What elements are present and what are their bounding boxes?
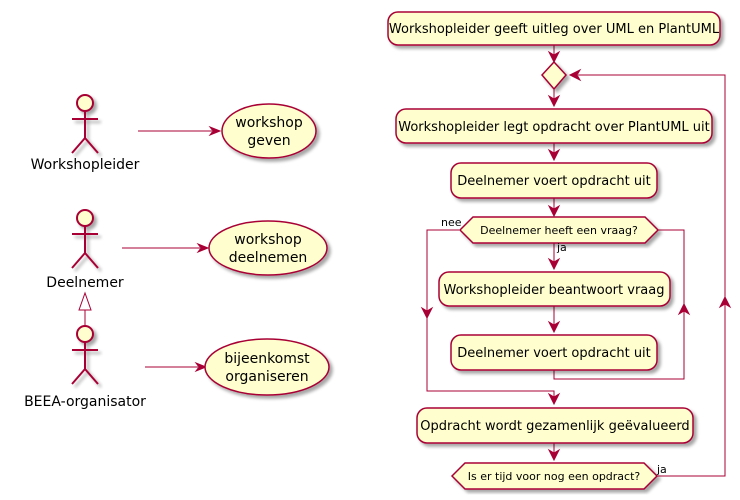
activity-step-beantwoord — [438, 271, 671, 307]
activity-step-label: Opdracht wordt gezamenlijk geëvalueerd — [420, 419, 689, 434]
activity-step-label: Workshopleider geeft uitleg over UML en … — [389, 22, 720, 37]
activity-step-label: Deelnemer voert opdracht uit — [457, 346, 651, 361]
decision-label: Is er tijd voor nog een opdract? — [468, 470, 641, 483]
branch-label-ja: ja — [556, 241, 567, 254]
generalization-arrow — [78, 291, 92, 326]
use-case-label: deelnemen — [229, 250, 308, 266]
use-case-label: workshop — [235, 115, 303, 131]
use-case-bijeenkomst-organiseren — [204, 338, 330, 396]
association-arrow-2 — [122, 242, 210, 254]
activity-step-label: Deelnemer voert opdracht uit — [457, 174, 651, 189]
activity-diagram: Workshopleider geeft uitleg over UML en … — [387, 11, 732, 490]
use-case-label: organiseren — [225, 369, 308, 385]
actor-beea-organisator — [71, 325, 99, 385]
use-case-label: geven — [247, 133, 290, 149]
actor-label-workshopleider: Workshopleider — [31, 157, 140, 173]
activity-step-opdracht-uitvoeren-2 — [450, 334, 658, 371]
activity-step-opdracht-uitvoeren — [450, 162, 658, 199]
actor-label-deelnemer: Deelnemer — [46, 275, 124, 291]
branch-label-ja-2: ja — [656, 463, 667, 476]
association-arrow-1 — [138, 125, 222, 137]
activity-step-opdracht-uitleg — [395, 108, 713, 144]
activity-step-label: Workshopleider beantwoort vraag — [444, 283, 665, 298]
actor-deelnemer — [71, 209, 99, 269]
use-case-label: bijeenkomst — [224, 351, 310, 367]
use-case-diagram: Workshopleider Deelnemer BEEA-organisato… — [24, 94, 330, 410]
decision-label: Deelnemer heeft een vraag? — [480, 224, 638, 237]
activity-arrowheads — [420, 50, 732, 462]
decision-tijd — [450, 462, 659, 490]
association-arrow-3 — [145, 361, 208, 373]
use-case-workshop-deelnemen — [208, 220, 328, 276]
branch-label-nee: nee — [441, 216, 462, 229]
merge-node — [540, 60, 568, 91]
use-case-workshop-geven — [221, 103, 317, 159]
activity-step-evaluatie — [416, 407, 694, 444]
actor-workshopleider — [71, 94, 99, 154]
use-case-label: workshop — [234, 232, 302, 248]
activity-step-label: Workshopleider legt opdracht over PlantU… — [398, 120, 710, 135]
actor-label-beea-organisator: BEEA-organisator — [24, 394, 146, 410]
decision-vraag — [458, 216, 660, 244]
activity-step-uitleg — [387, 11, 721, 46]
